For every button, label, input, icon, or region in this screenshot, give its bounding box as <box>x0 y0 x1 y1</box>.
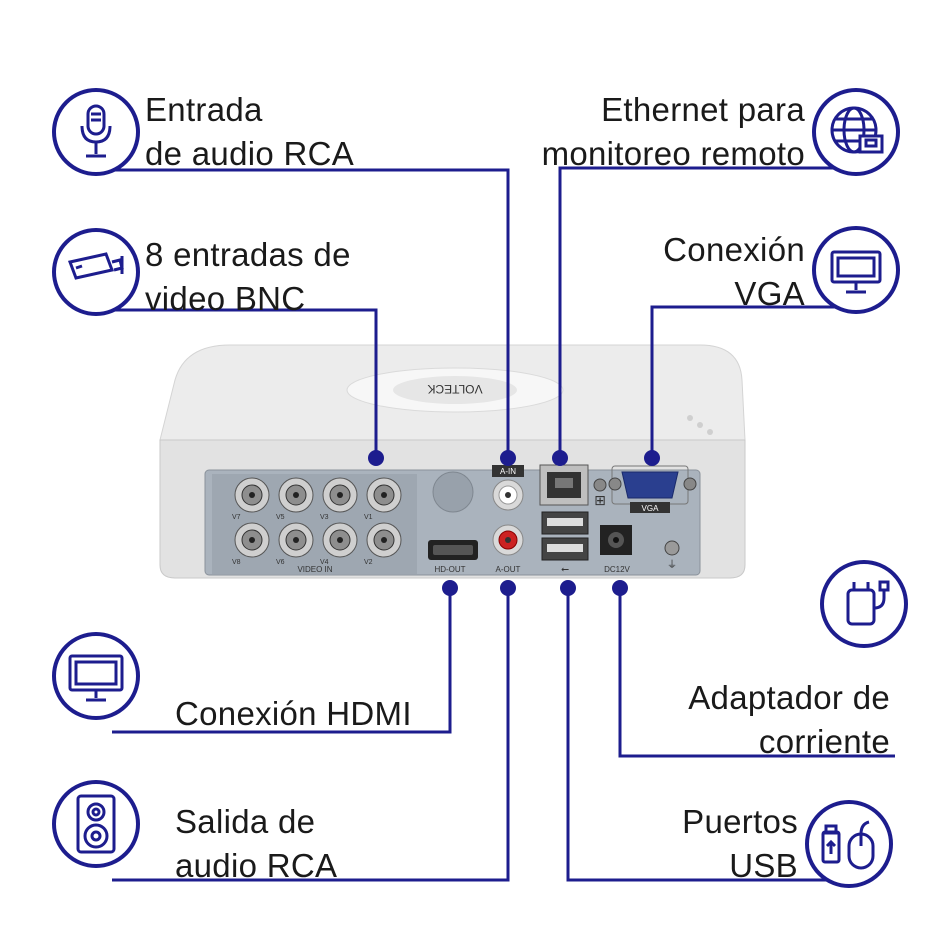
callout-usb-line2: USB <box>729 847 798 884</box>
bnc-channel-label: V8 <box>232 559 241 566</box>
callout-audio-in: Entrada de audio RCA <box>145 88 354 176</box>
dc12v-label: DC12V <box>604 565 630 574</box>
hd-out-label: HD-OUT <box>434 565 465 574</box>
dvr-brand-text: VOLTECK <box>427 382 482 396</box>
callout-usb-line1: Puertos <box>682 803 798 840</box>
line-audio-in <box>112 168 510 458</box>
callout-lines <box>112 166 895 882</box>
bnc-connector-pin <box>293 537 299 543</box>
bnc-connector-pin <box>337 492 343 498</box>
callout-audio-out-line1: Salida de <box>175 803 316 840</box>
callout-vga: Conexión VGA <box>663 228 805 316</box>
ground-screw <box>664 540 680 556</box>
vga-port <box>621 471 679 499</box>
bnc-connector-pin <box>381 537 387 543</box>
callout-power-line2: corriente <box>758 723 890 760</box>
line-audio-out <box>112 588 510 882</box>
cctv-camera-icon <box>52 228 140 316</box>
bnc-channel-label: V6 <box>276 559 285 566</box>
callout-audio-out-line2: audio RCA <box>175 847 338 884</box>
a-in-label: A-IN <box>500 467 516 476</box>
line-vga <box>650 305 840 458</box>
bnc-connector-pin <box>381 492 387 498</box>
bnc-channel-label: V5 <box>276 514 285 521</box>
bnc-connector-pin <box>249 492 255 498</box>
microphone-icon <box>52 88 140 176</box>
bnc-channel-label: V3 <box>320 514 329 521</box>
a-out-label: A-OUT <box>496 565 521 574</box>
callout-usb: Puertos USB <box>682 800 798 888</box>
callout-hdmi: Conexión HDMI <box>175 692 412 736</box>
video-in-label: VIDEO IN <box>297 565 332 574</box>
speaker-icon <box>52 780 140 868</box>
line-ethernet <box>558 166 840 458</box>
power-adapter-icon <box>820 560 908 648</box>
callout-audio-out: Salida de audio RCA <box>175 800 337 888</box>
callout-power: Adaptador de corriente <box>688 676 890 764</box>
callout-audio-in-line2: de audio RCA <box>145 135 355 172</box>
monitor-icon <box>52 632 140 720</box>
monitor-icon <box>812 226 900 314</box>
callout-bnc-line1: 8 entradas de <box>145 236 351 273</box>
line-usb <box>566 588 870 882</box>
callout-vga-line1: Conexión <box>663 231 805 268</box>
network-symbol-icon: ⊞ <box>594 493 606 509</box>
callout-hdmi-line1: Conexión HDMI <box>175 695 412 732</box>
callout-power-line1: Adaptador de <box>688 679 890 716</box>
bnc-channel-label: V7 <box>232 514 241 521</box>
callout-ethernet: Ethernet para monitoreo remoto <box>542 88 805 176</box>
callout-ethernet-line2: monitoreo remoto <box>541 135 805 172</box>
globe-network-icon <box>812 88 900 176</box>
line-power <box>618 588 895 758</box>
callout-audio-in-line1: Entrada <box>145 91 263 128</box>
callout-bnc-line2: video BNC <box>145 280 306 317</box>
bnc-connector-pin <box>337 537 343 543</box>
callout-dots <box>368 450 660 596</box>
bnc-channel-label: V1 <box>364 514 373 521</box>
bnc-channel-label: V2 <box>364 559 373 566</box>
callout-ethernet-line1: Ethernet para <box>601 91 805 128</box>
bnc-connector-pin <box>293 492 299 498</box>
vga-label: VGA <box>642 504 660 513</box>
usb-symbol: ⭠ <box>561 564 569 575</box>
bnc-connector-pin <box>249 537 255 543</box>
line-bnc <box>112 308 378 458</box>
callout-bnc: 8 entradas de video BNC <box>145 233 351 321</box>
bnc-channel-label: V4 <box>320 559 329 566</box>
svg-text:⏚: ⏚ <box>667 559 677 571</box>
callout-vga-line2: VGA <box>734 275 805 312</box>
usb-mouse-icon <box>805 800 893 888</box>
line-hdmi <box>112 588 452 734</box>
